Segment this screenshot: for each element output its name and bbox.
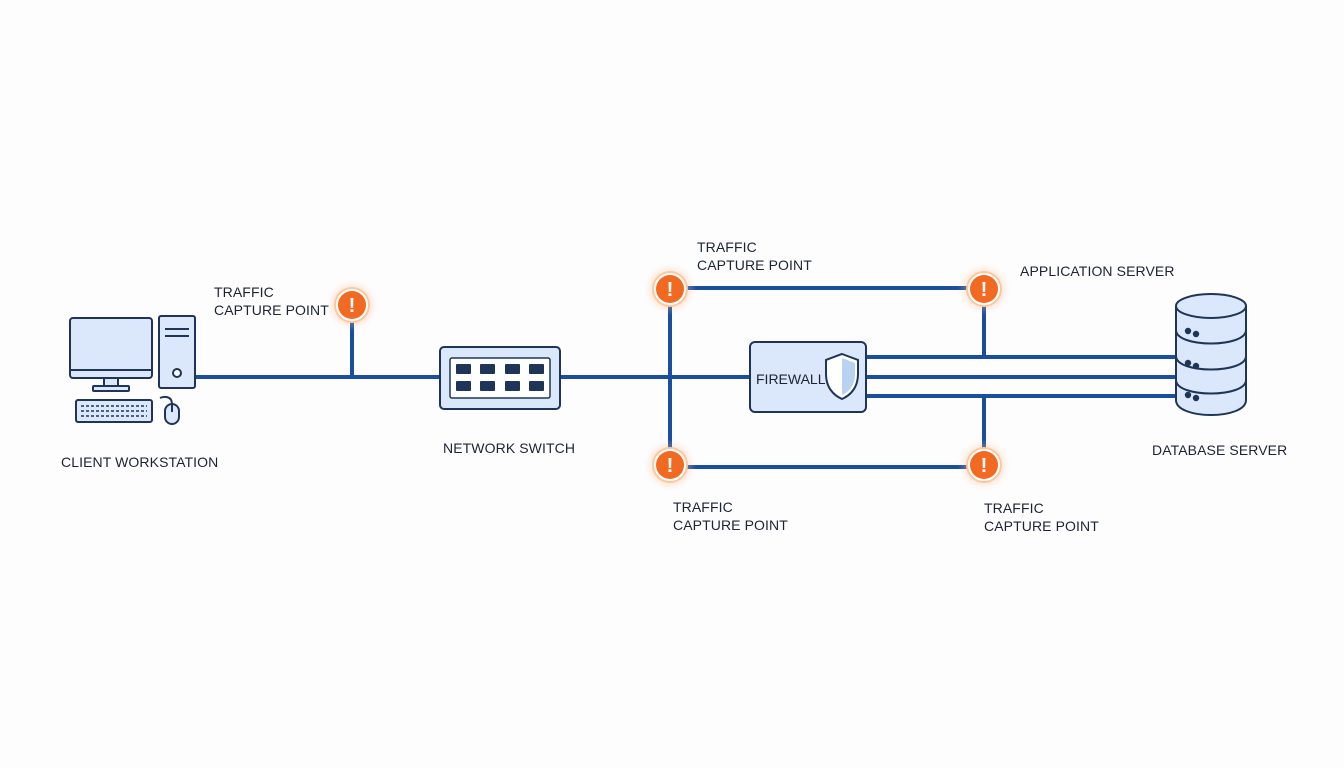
links [194, 286, 1176, 469]
application-server-label: APPLICATION SERVER [1020, 263, 1175, 279]
database-server-label: DATABASE SERVER [1152, 442, 1288, 458]
database-server-icon [1175, 293, 1247, 416]
alert-glyph: ! [667, 455, 674, 477]
alert-icon: ! [958, 439, 1010, 491]
alert-icon: ! [958, 263, 1010, 315]
alert-icon: ! [644, 263, 696, 315]
firewall-label: FIREWALL [756, 371, 826, 387]
alert-glyph: ! [981, 279, 988, 301]
workstation-icon [69, 315, 196, 425]
network-switch-label: NETWORK SWITCH [443, 440, 576, 456]
firewall-device [749, 341, 867, 413]
alert-glyph: ! [981, 455, 988, 477]
shield-icon [825, 352, 859, 401]
alert-glyph: ! [349, 295, 356, 317]
client-workstation-label: CLIENT WORKSTATION [61, 454, 219, 470]
alert-icon: ! [326, 279, 378, 331]
alert-glyph: ! [667, 279, 674, 301]
alert-icon: ! [644, 439, 696, 491]
capture-markers: !!!!! [326, 263, 1010, 491]
network-switch-icon [439, 346, 561, 410]
